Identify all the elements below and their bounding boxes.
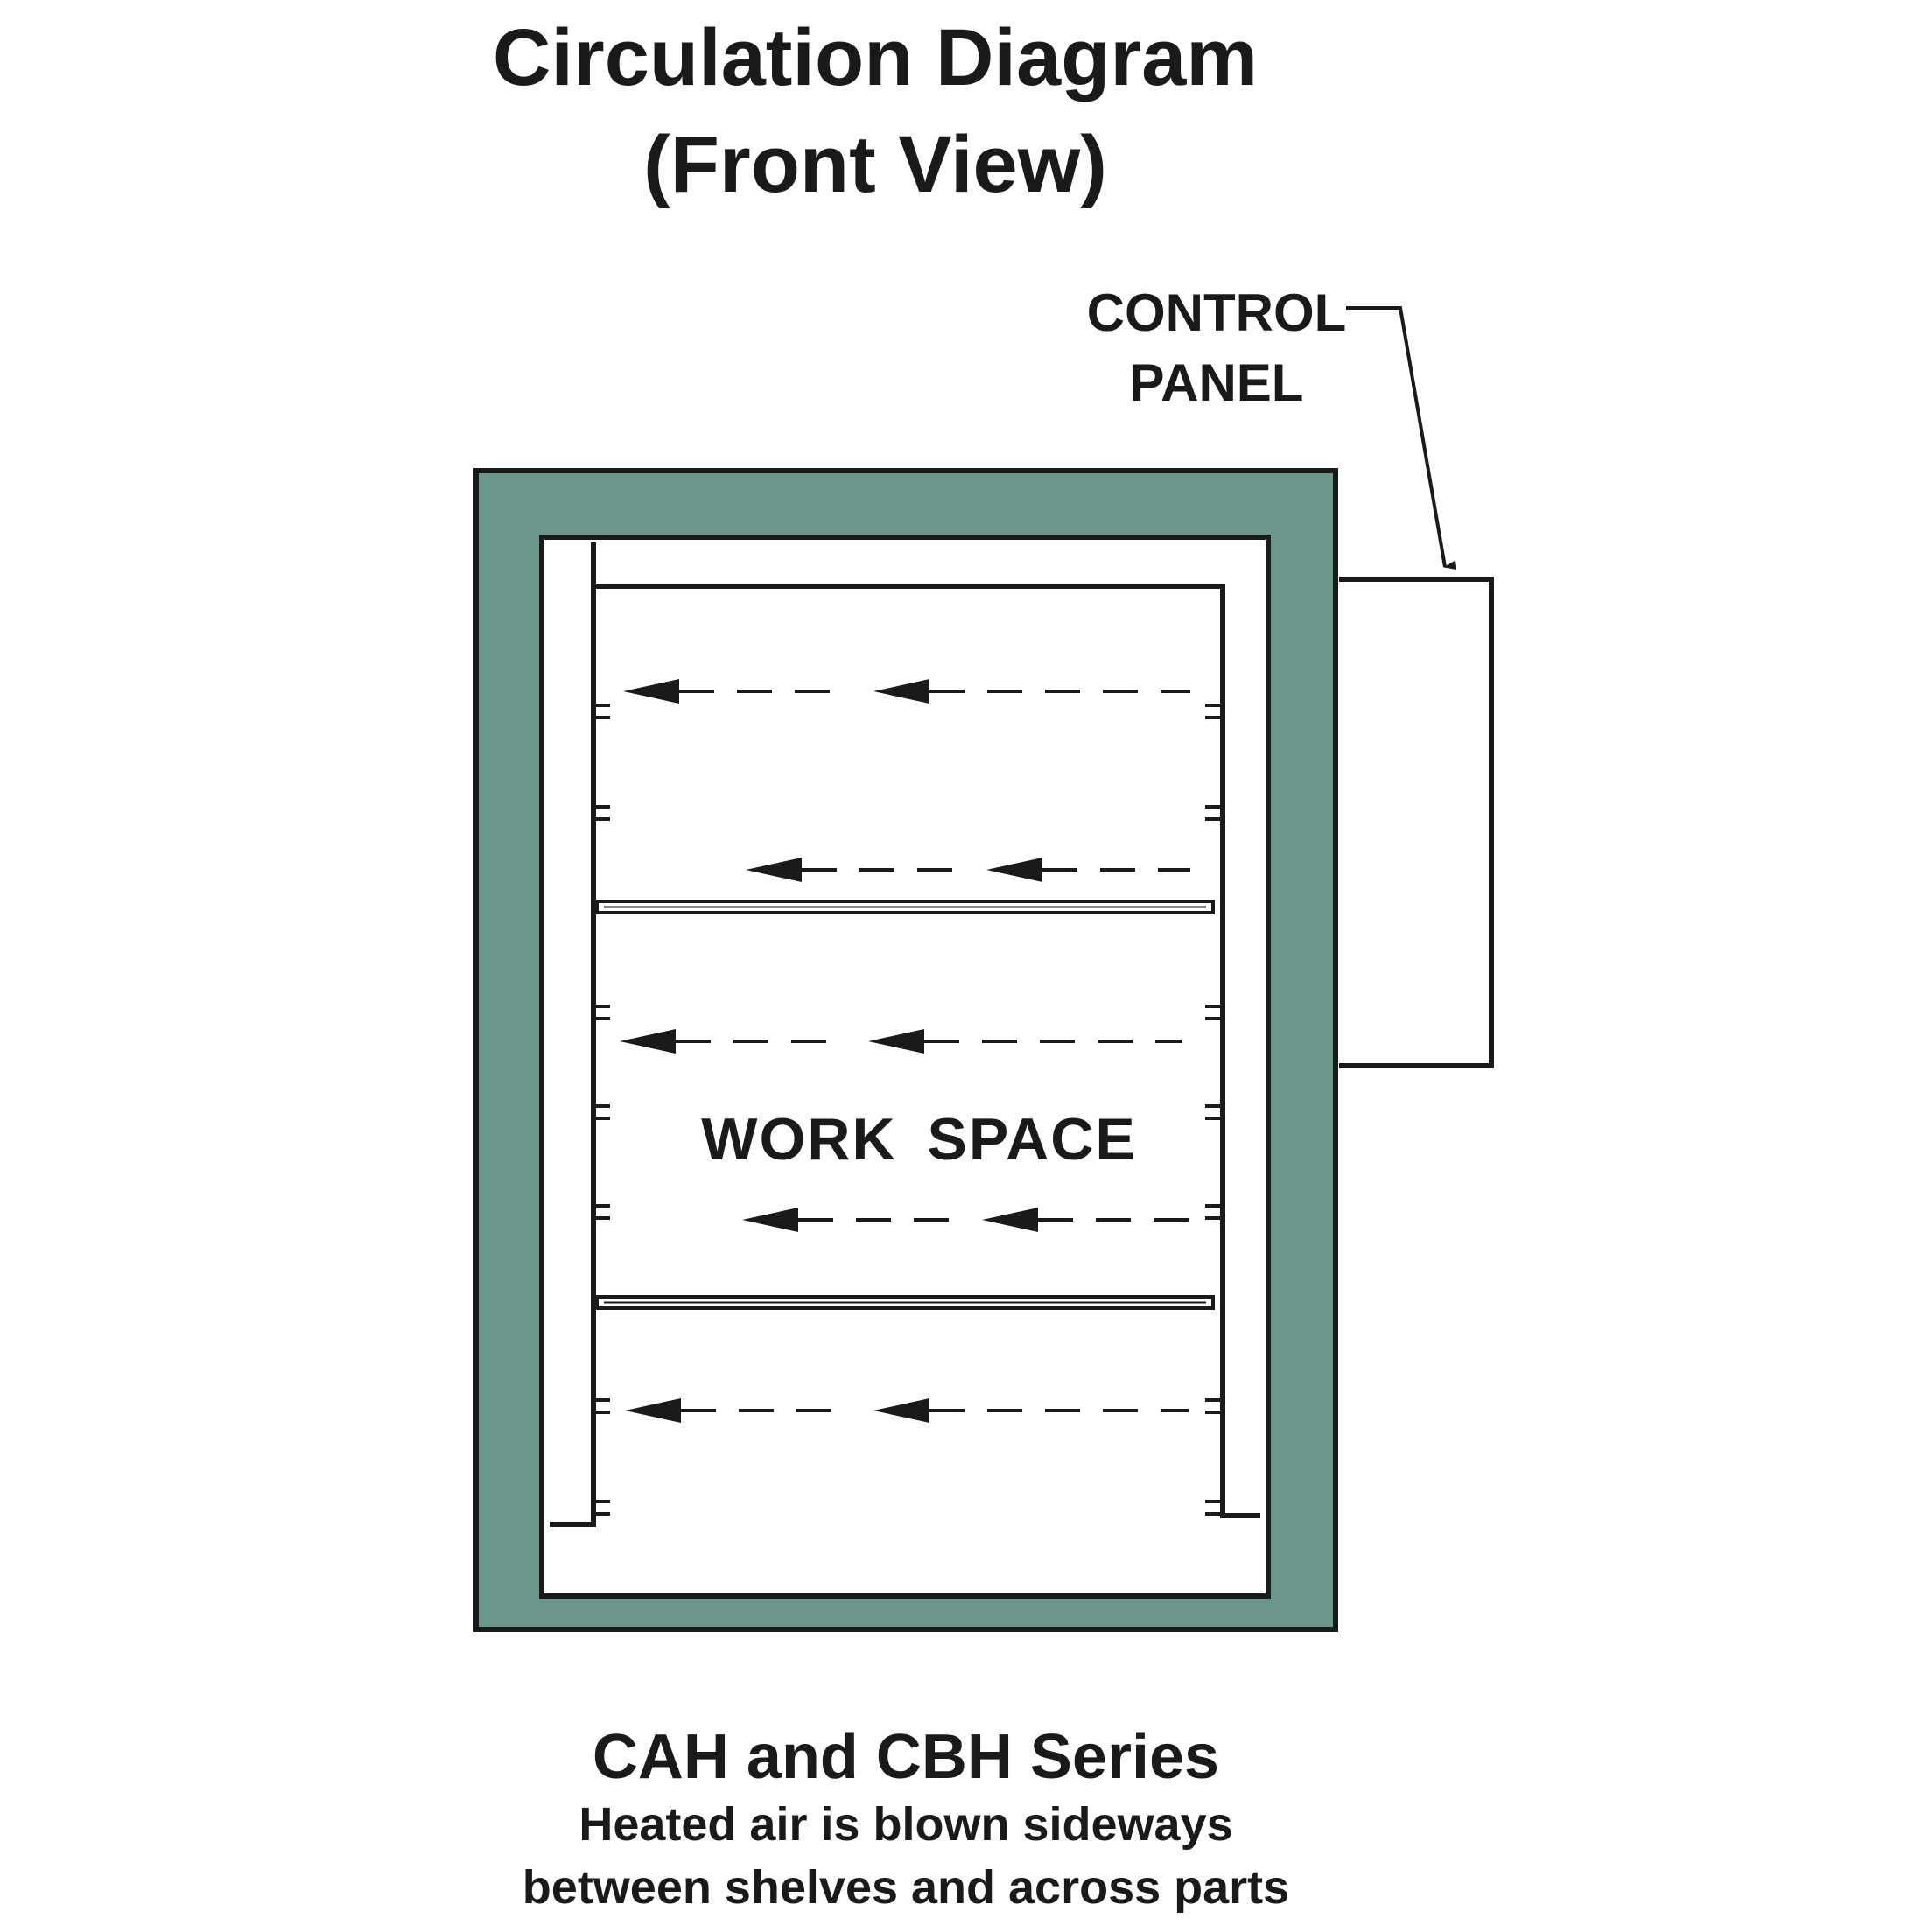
caption-description-line2: between shelves and across parts — [522, 1861, 1290, 1914]
shelf-1 — [595, 900, 1215, 914]
airflow-arrow-icon — [982, 1208, 1038, 1232]
diagram-title-line2: (Front View) — [643, 120, 1107, 209]
work-space-label: WORK SPACE — [701, 1106, 1137, 1172]
cabinet-inner-chamber — [539, 535, 1271, 1599]
airflow-arrow-icon — [620, 1029, 676, 1054]
control-panel-label-line1: CONTROL — [1086, 284, 1347, 342]
airflow-arrow-icon — [868, 1029, 924, 1054]
control-panel-leader-line — [1346, 306, 1456, 570]
airflow-arrow-icon — [986, 858, 1042, 882]
diagram-title-line1: Circulation Diagram — [492, 13, 1259, 102]
airflow-arrow-icon — [623, 679, 679, 704]
shelf-2 — [595, 1295, 1215, 1310]
air-duct-liner — [550, 542, 1260, 1527]
control-panel-box — [1339, 577, 1494, 1068]
airflow-arrows — [620, 679, 1190, 1423]
airflow-arrow-icon — [873, 1398, 929, 1423]
caption-description-line1: Heated air is blown sideways — [579, 1798, 1233, 1851]
airflow-arrow-icon — [742, 1208, 798, 1232]
airflow-arrow-icon — [873, 679, 929, 704]
shelf-supports — [594, 704, 1222, 1516]
caption-series: CAH and CBH Series — [592, 1722, 1220, 1792]
control-panel-label-line2: PANEL — [1129, 354, 1304, 412]
airflow-arrow-icon — [746, 858, 802, 882]
airflow-arrow-icon — [625, 1398, 681, 1423]
